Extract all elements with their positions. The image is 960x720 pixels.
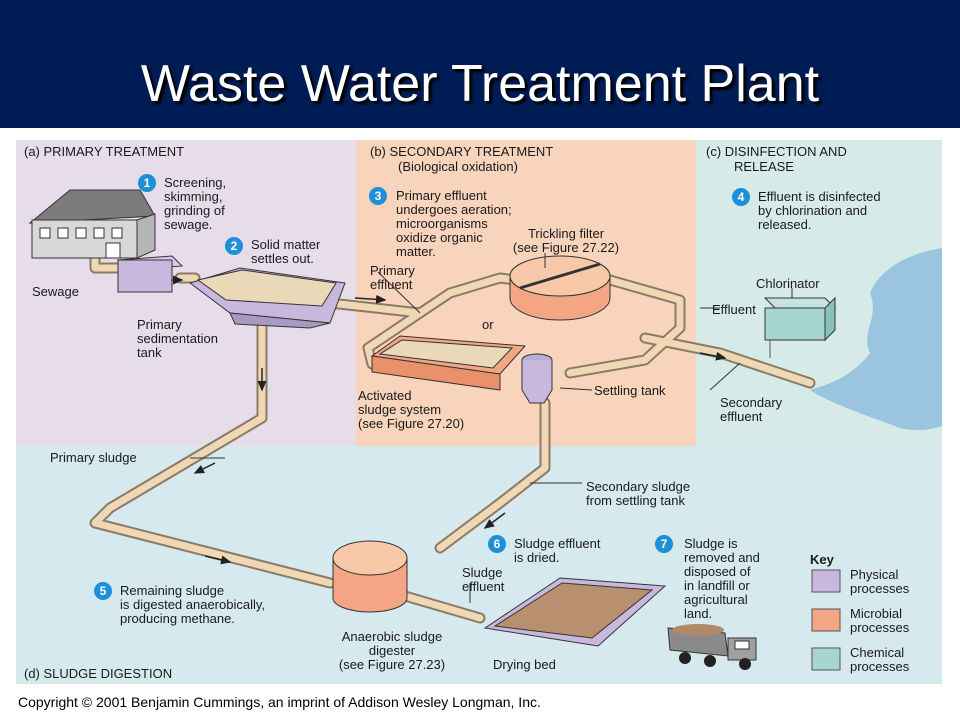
- house-icon: [28, 189, 156, 259]
- legend-swatch-microbial: [811, 608, 841, 632]
- slide-title: Waste Water Treatment Plant: [140, 55, 820, 113]
- sludge-section-bg: [16, 446, 942, 684]
- title-bar: [0, 0, 960, 128]
- disinfection-section-label: (c) DISINFECTION AND: [706, 144, 847, 159]
- copyright-notice: Copyright © 2001 Benjamin Cummings, an i…: [18, 694, 541, 710]
- legend-swatch-physical: [811, 569, 841, 593]
- drying-bed: [483, 577, 667, 647]
- primary-sedimentation-tank: [188, 267, 346, 329]
- step-badge: [225, 237, 243, 255]
- step-badge: [94, 582, 112, 600]
- trickling-filter-label: Trickling filter(see Figure 27.22): [513, 226, 619, 255]
- step-badge: [488, 535, 506, 553]
- legend-heading: Key: [810, 552, 835, 567]
- step-badge: [138, 174, 156, 192]
- screening-unit: [116, 255, 184, 293]
- step-number: 4: [738, 190, 745, 204]
- effluent-label: Effluent: [712, 302, 756, 317]
- step-number: 1: [144, 176, 151, 190]
- settling-tank-label: Settling tank: [594, 383, 666, 398]
- primary-sludge-label: Primary sludge: [50, 450, 137, 465]
- step-badge: [369, 187, 387, 205]
- chlorinator-unit: [763, 296, 837, 358]
- trickling-filter: [509, 255, 611, 321]
- step-number: 5: [100, 584, 107, 598]
- secondary-section-sublabel: (Biological oxidation): [398, 159, 518, 174]
- flow-arrows: [160, 275, 727, 565]
- secondary-section-label: (b) SECONDARY TREATMENT: [370, 144, 553, 159]
- sludge-section-label: (d) SLUDGE DIGESTION: [24, 666, 172, 681]
- step-badge: [655, 535, 673, 553]
- or-label: or: [482, 317, 494, 332]
- water-body: [810, 248, 942, 431]
- treatment-diagram: (a) PRIMARY TREATMENT (b) SECONDARY TREA…: [16, 140, 942, 684]
- step-number: 3: [375, 189, 382, 203]
- step-number: 2: [231, 239, 238, 253]
- sewage-label: Sewage: [32, 284, 79, 299]
- legend-swatch-chemical: [811, 647, 841, 671]
- step-number: 6: [494, 537, 501, 551]
- leader-lines: [190, 253, 793, 603]
- drying-bed-label: Drying bed: [493, 657, 556, 672]
- settling-tank: [521, 353, 553, 404]
- chlorinator-label: Chlorinator: [756, 276, 820, 291]
- primary-section-label: (a) PRIMARY TREATMENT: [24, 144, 184, 159]
- dump-truck-icon: [667, 624, 757, 670]
- step-number: 7: [661, 537, 668, 551]
- disinfection-section-sublabel: RELEASE: [734, 159, 794, 174]
- anaerobic-digester: [332, 540, 408, 613]
- activated-sludge-tank: [370, 335, 527, 391]
- step-badge: [732, 188, 750, 206]
